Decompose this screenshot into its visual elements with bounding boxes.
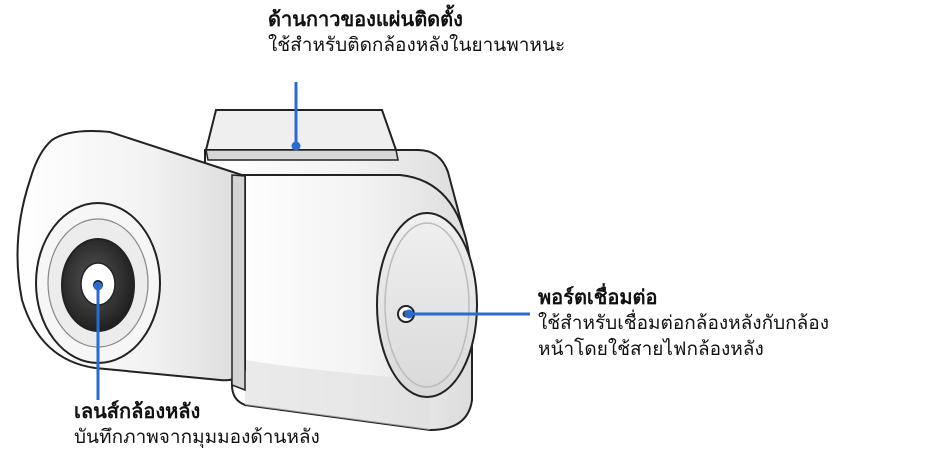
leader-lines (93, 82, 530, 400)
leader-port-dot (404, 309, 414, 319)
callout-mount-title: ด้านกาวของแผ่นติดตั้ง (268, 7, 463, 31)
callout-port-desc-1: ใช้สำหรับเชื่อมต่อกล้องหลังกับกล้อง (538, 312, 829, 334)
port-side-disc (376, 212, 478, 398)
leader-lens-dot (93, 281, 103, 291)
callout-mount-desc: ใช้สำหรับติดกล้องหลังในยานพาหนะ (268, 34, 566, 56)
callout-lens-title: เลนส์กล้องหลัง (74, 399, 201, 423)
leader-mount-dot (291, 141, 301, 151)
callout-port: พอร์ตเชื่อมต่อ ใช้สำหรับเชื่อมต่อกล้องหล… (538, 284, 829, 362)
adhesive-pad (204, 109, 399, 161)
callout-mount: ด้านกาวของแผ่นติดตั้ง ใช้สำหรับติดกล้องห… (268, 6, 565, 59)
callout-lens: เลนส์กล้องหลัง บันทึกภาพจากมุมมองด้านหลั… (74, 398, 320, 451)
callout-lens-desc: บันทึกภาพจากมุมมองด้านหลัง (74, 426, 320, 448)
callout-port-desc-2: หน้าโดยใช้สายไฟกล้องหลัง (538, 337, 764, 360)
callout-port-title: พอร์ตเชื่อมต่อ (538, 285, 658, 309)
